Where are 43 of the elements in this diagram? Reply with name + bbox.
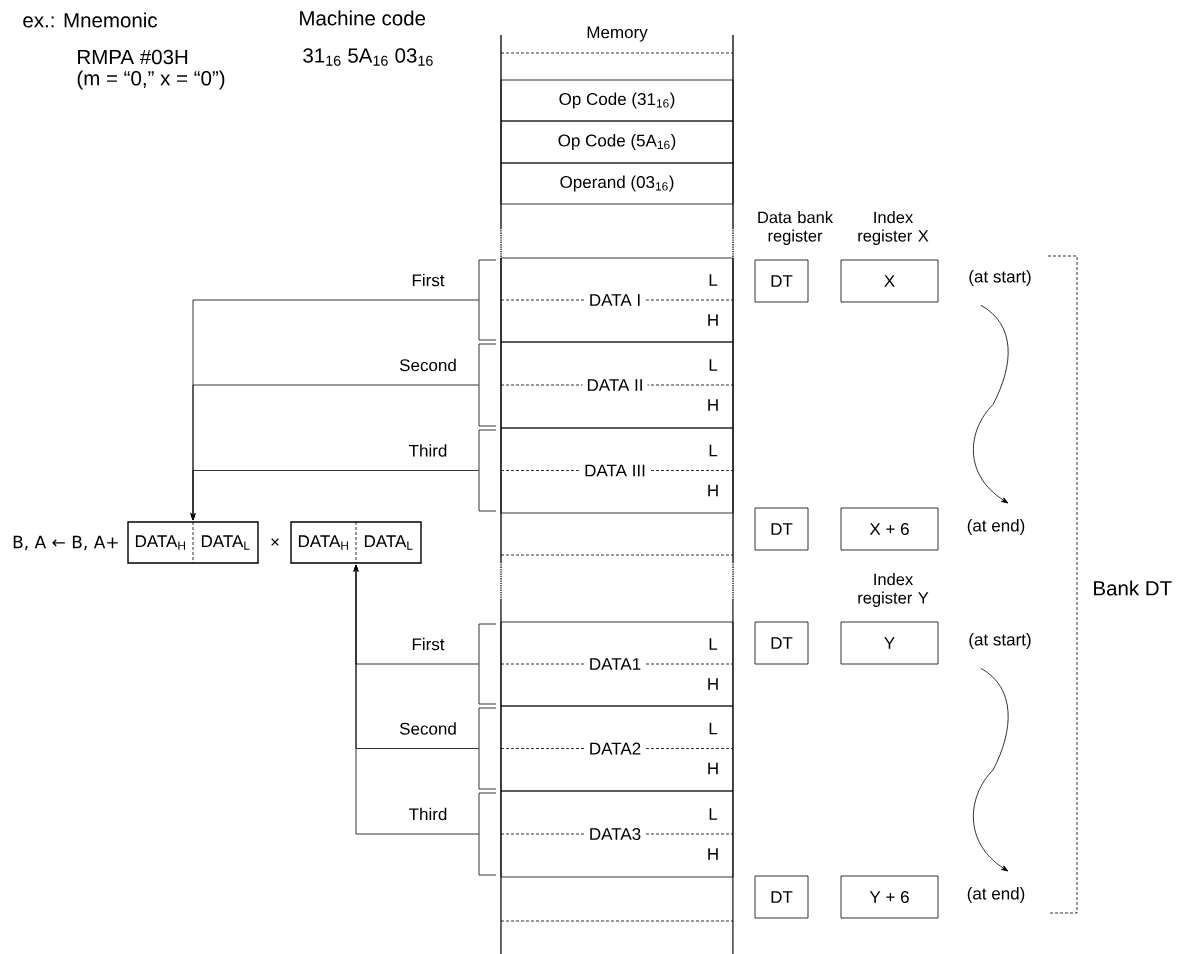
memory-cell: L DATA I H	[500, 257, 734, 343]
register-box: Y	[840, 621, 939, 665]
state-label: (at start)	[969, 633, 1031, 649]
edge-label: Third	[407, 443, 449, 458]
memory-cell: L DATA II H	[500, 341, 734, 429]
register-box: DT	[754, 259, 809, 303]
register-box: X + 6	[840, 507, 939, 551]
state-label: (at end)	[967, 519, 1025, 535]
register-box: DT	[754, 621, 809, 665]
edge-label: Second	[398, 357, 458, 373]
label: Index register X	[858, 211, 929, 245]
edge-label: Second	[398, 721, 458, 736]
label: Bank DT	[1094, 580, 1172, 596]
state-label: (at start)	[969, 270, 1031, 286]
label: Data bank register	[758, 211, 834, 245]
register-box: DT	[754, 875, 809, 919]
curved-arrow	[973, 667, 1009, 872]
memory-cell: L DATA III H	[500, 427, 734, 514]
label: 31$_{16}$ 5A$_{16}$ 03$_{16}$	[303, 48, 433, 66]
register-box: DT	[754, 507, 809, 551]
label: ex.: Mnemonic	[23, 12, 158, 28]
edge-label: Third	[407, 806, 449, 822]
curved-arrow	[973, 304, 1009, 504]
memory-cell: Operand (03$_{16}$)	[500, 162, 734, 205]
label: Machine code	[300, 10, 426, 26]
edge-label: First	[410, 272, 446, 288]
arrow	[353, 564, 479, 835]
memory-cell: L DATA3 H	[500, 790, 734, 878]
register-box: Y + 6	[840, 875, 939, 919]
memory-cell: L DATA2 H	[500, 705, 734, 792]
register-box: X	[840, 259, 939, 303]
memory-cell: L DATA1 H	[500, 621, 734, 707]
label: Index register Y	[858, 573, 929, 607]
label: (m = “0,” x = “0”)	[77, 70, 225, 90]
state-label: (at end)	[967, 887, 1025, 903]
edge-label: First	[410, 636, 446, 652]
operand-box: DATA$_{H}$ DATA$_{L}$	[290, 521, 422, 564]
label: RMPA #03H	[78, 49, 188, 65]
operand-box: DATA$_{H}$ DATA$_{L}$	[127, 521, 259, 564]
memory-cell: Op Code (5A$_{16}$)	[500, 120, 734, 164]
arrow	[190, 470, 479, 521]
label: ×	[271, 538, 279, 546]
memory-cell: Op Code (31$_{16}$)	[500, 79, 734, 122]
